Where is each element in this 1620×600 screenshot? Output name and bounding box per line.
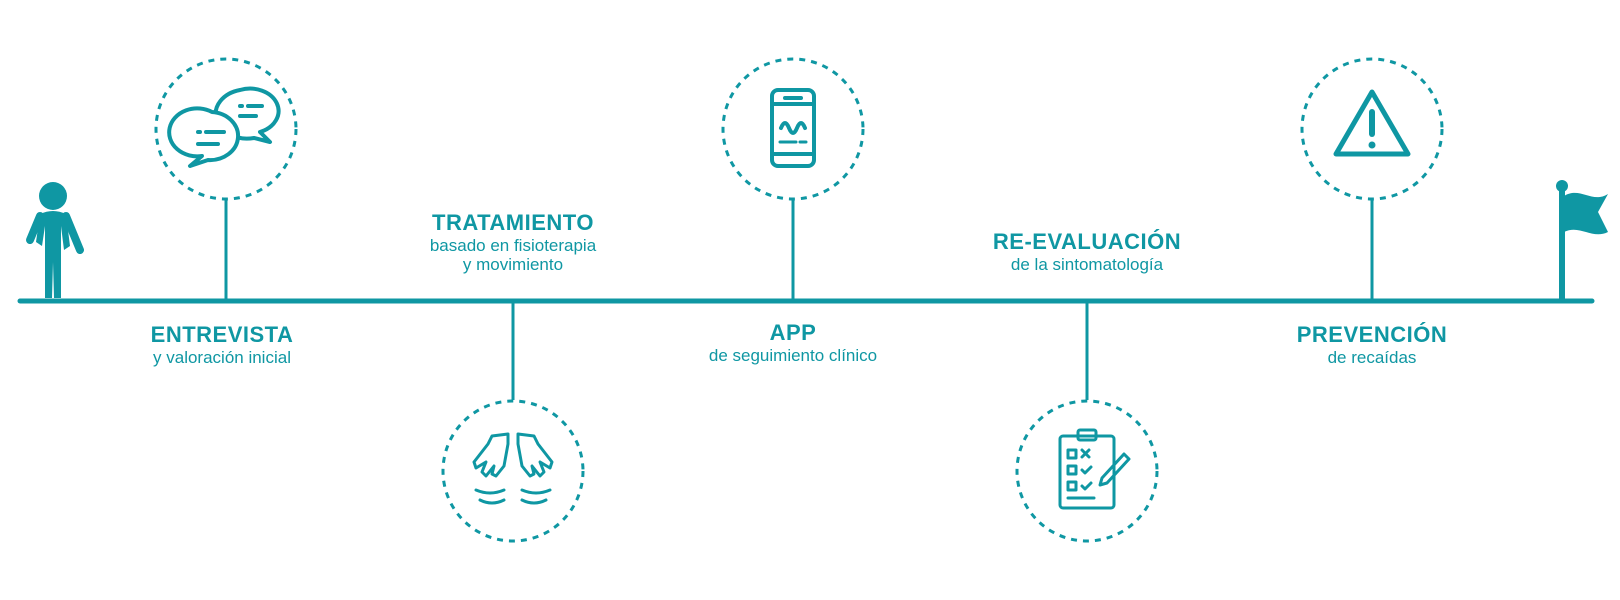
- step-title: PREVENCIÓN: [1296, 322, 1448, 347]
- step-label-prevencion: PREVENCIÓN de recaídas: [1272, 322, 1472, 367]
- step-label-entrevista: ENTREVISTA y valoración inicial: [122, 322, 322, 367]
- step-subtitle: y movimiento: [462, 255, 564, 274]
- chat-bubbles-icon: [167, 86, 281, 168]
- person-icon: [26, 182, 84, 298]
- step-label-reevaluacion: RE-EVALUACIÓN de la sintomatología: [977, 229, 1197, 274]
- hands-icon: [472, 432, 554, 505]
- step-label-app: APP de seguimiento clínico: [683, 320, 903, 365]
- step-label-tratamiento: TRATAMIENTO basado en fisioterapia y mov…: [393, 210, 633, 274]
- smartphone-icon: [770, 88, 816, 168]
- step-prevencion: [1300, 57, 1444, 301]
- flag-icon: [1556, 180, 1608, 302]
- warning-icon: [1333, 89, 1411, 157]
- step-reevaluacion: [1015, 301, 1159, 543]
- step-tratamiento: [441, 301, 585, 543]
- step-app: [721, 57, 865, 301]
- step-entrevista: [154, 57, 298, 301]
- step-subtitle: y valoración inicial: [153, 348, 291, 367]
- step-subtitle: de la sintomatología: [1010, 255, 1164, 274]
- step-subtitle: basado en fisioterapia: [429, 236, 597, 255]
- step-subtitle: de seguimiento clínico: [708, 346, 878, 365]
- step-subtitle: de recaídas: [1327, 348, 1417, 367]
- step-title: ENTREVISTA: [150, 322, 294, 347]
- step-title: RE-EVALUACIÓN: [992, 229, 1182, 254]
- step-title: APP: [769, 320, 817, 345]
- step-title: TRATAMIENTO: [432, 210, 594, 235]
- clipboard-checklist-icon: [1058, 428, 1131, 510]
